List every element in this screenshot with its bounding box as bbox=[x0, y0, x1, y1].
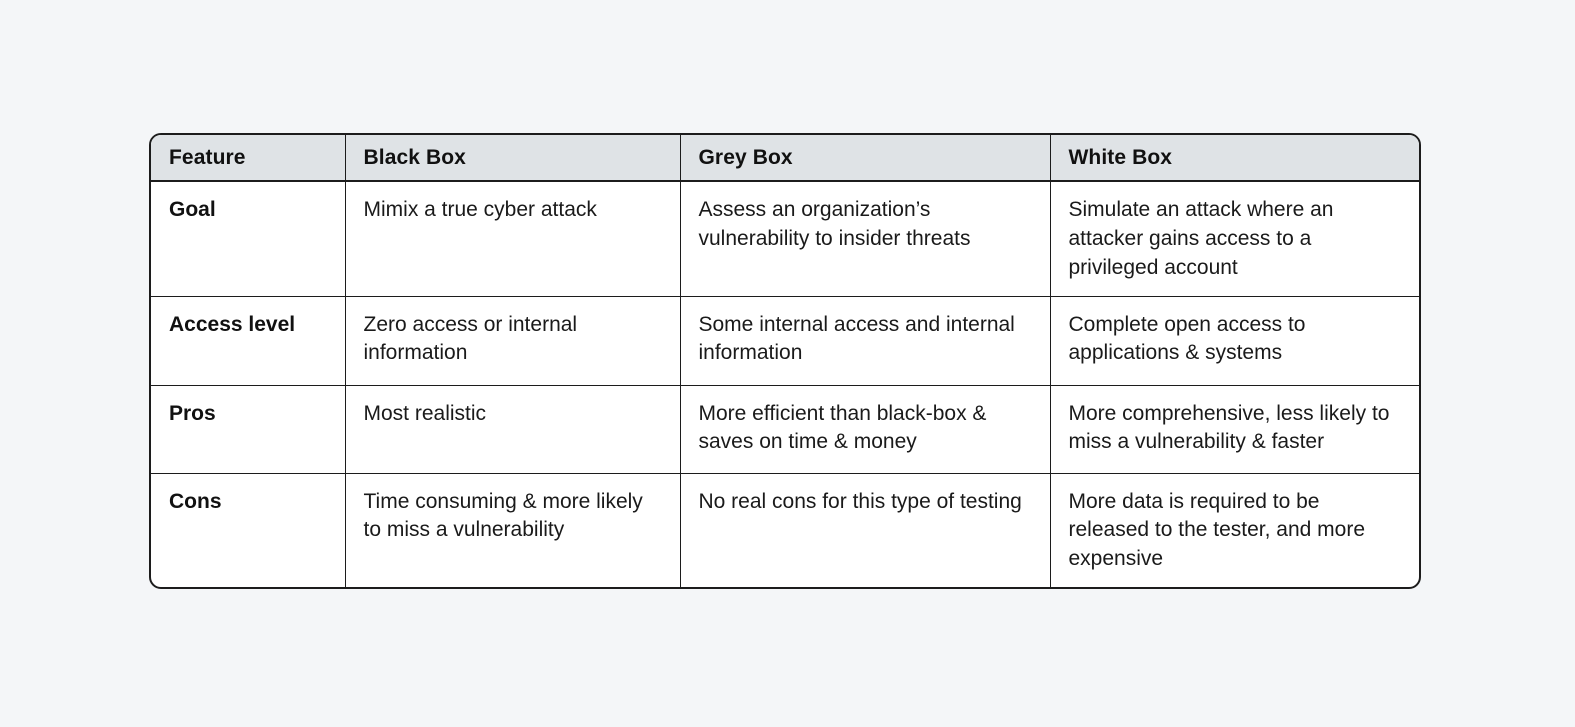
table-row: Goal Mimix a true cyber attack Assess an… bbox=[151, 181, 1419, 297]
table-row: Pros Most realistic More efficient than … bbox=[151, 385, 1419, 474]
table-header-row: Feature Black Box Grey Box White Box bbox=[151, 135, 1419, 182]
cell-access-level-black-box: Zero access or internal information bbox=[345, 296, 681, 386]
cell-goal-black-box: Mimix a true cyber attack bbox=[345, 181, 681, 297]
cell-pros-black-box: Most realistic bbox=[345, 385, 681, 474]
cell-cons-black-box: Time consuming & more likely to miss a v… bbox=[345, 473, 681, 587]
comparison-table: Feature Black Box Grey Box White Box Goa… bbox=[151, 135, 1419, 587]
table-row: Access level Zero access or internal inf… bbox=[151, 296, 1419, 386]
cell-pros-grey-box: More efficient than black-box & saves on… bbox=[680, 385, 1051, 474]
column-header-white-box: White Box bbox=[1050, 135, 1419, 182]
row-label-cons: Cons bbox=[151, 473, 346, 587]
cell-cons-white-box: More data is required to be released to … bbox=[1068, 489, 1366, 571]
cell-goal-white-box: Simulate an attack where an attacker gai… bbox=[1050, 181, 1419, 297]
column-header-grey-box: Grey Box bbox=[680, 135, 1051, 182]
cell-cons-grey-box: No real cons for this type of testing bbox=[680, 473, 1051, 587]
table-row: Cons Time consuming & more likely to mis… bbox=[151, 473, 1419, 587]
row-label-pros: Pros bbox=[151, 385, 346, 474]
cell-pros-white-box: More comprehensive, less likely to miss … bbox=[1050, 385, 1419, 474]
column-header-black-box: Black Box bbox=[345, 135, 681, 182]
cell-access-level-grey-box: Some internal access and internal inform… bbox=[680, 296, 1051, 386]
table-body: Goal Mimix a true cyber attack Assess an… bbox=[151, 181, 1419, 587]
row-label-access-level: Access level bbox=[151, 296, 346, 386]
cell-access-level-white-box: Complete open access to applications & s… bbox=[1050, 296, 1419, 386]
table-header: Feature Black Box Grey Box White Box bbox=[151, 135, 1419, 182]
penetration-testing-comparison-table: Feature Black Box Grey Box White Box Goa… bbox=[149, 133, 1421, 589]
column-header-feature: Feature bbox=[151, 135, 346, 182]
row-label-goal: Goal bbox=[151, 181, 346, 297]
cell-goal-grey-box: Assess an organization’s vulnerability t… bbox=[680, 181, 1051, 297]
